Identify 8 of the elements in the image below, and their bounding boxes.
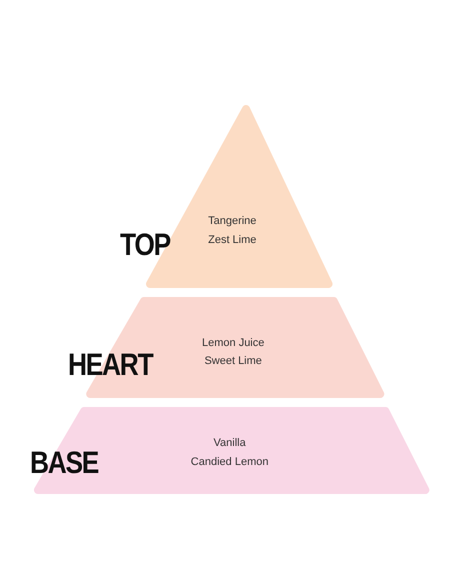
tier-heading: BASE [30, 447, 98, 478]
note-text: Zest Lime [207, 235, 258, 246]
note-text: Lemon Juice [201, 338, 266, 349]
note-text: Tangerine [207, 216, 258, 227]
note-text: Candied Lemon [190, 457, 270, 468]
note-text: Vanilla [212, 438, 247, 449]
tier-heading: HEART [68, 349, 152, 380]
tier-heading: TOP [120, 229, 170, 260]
